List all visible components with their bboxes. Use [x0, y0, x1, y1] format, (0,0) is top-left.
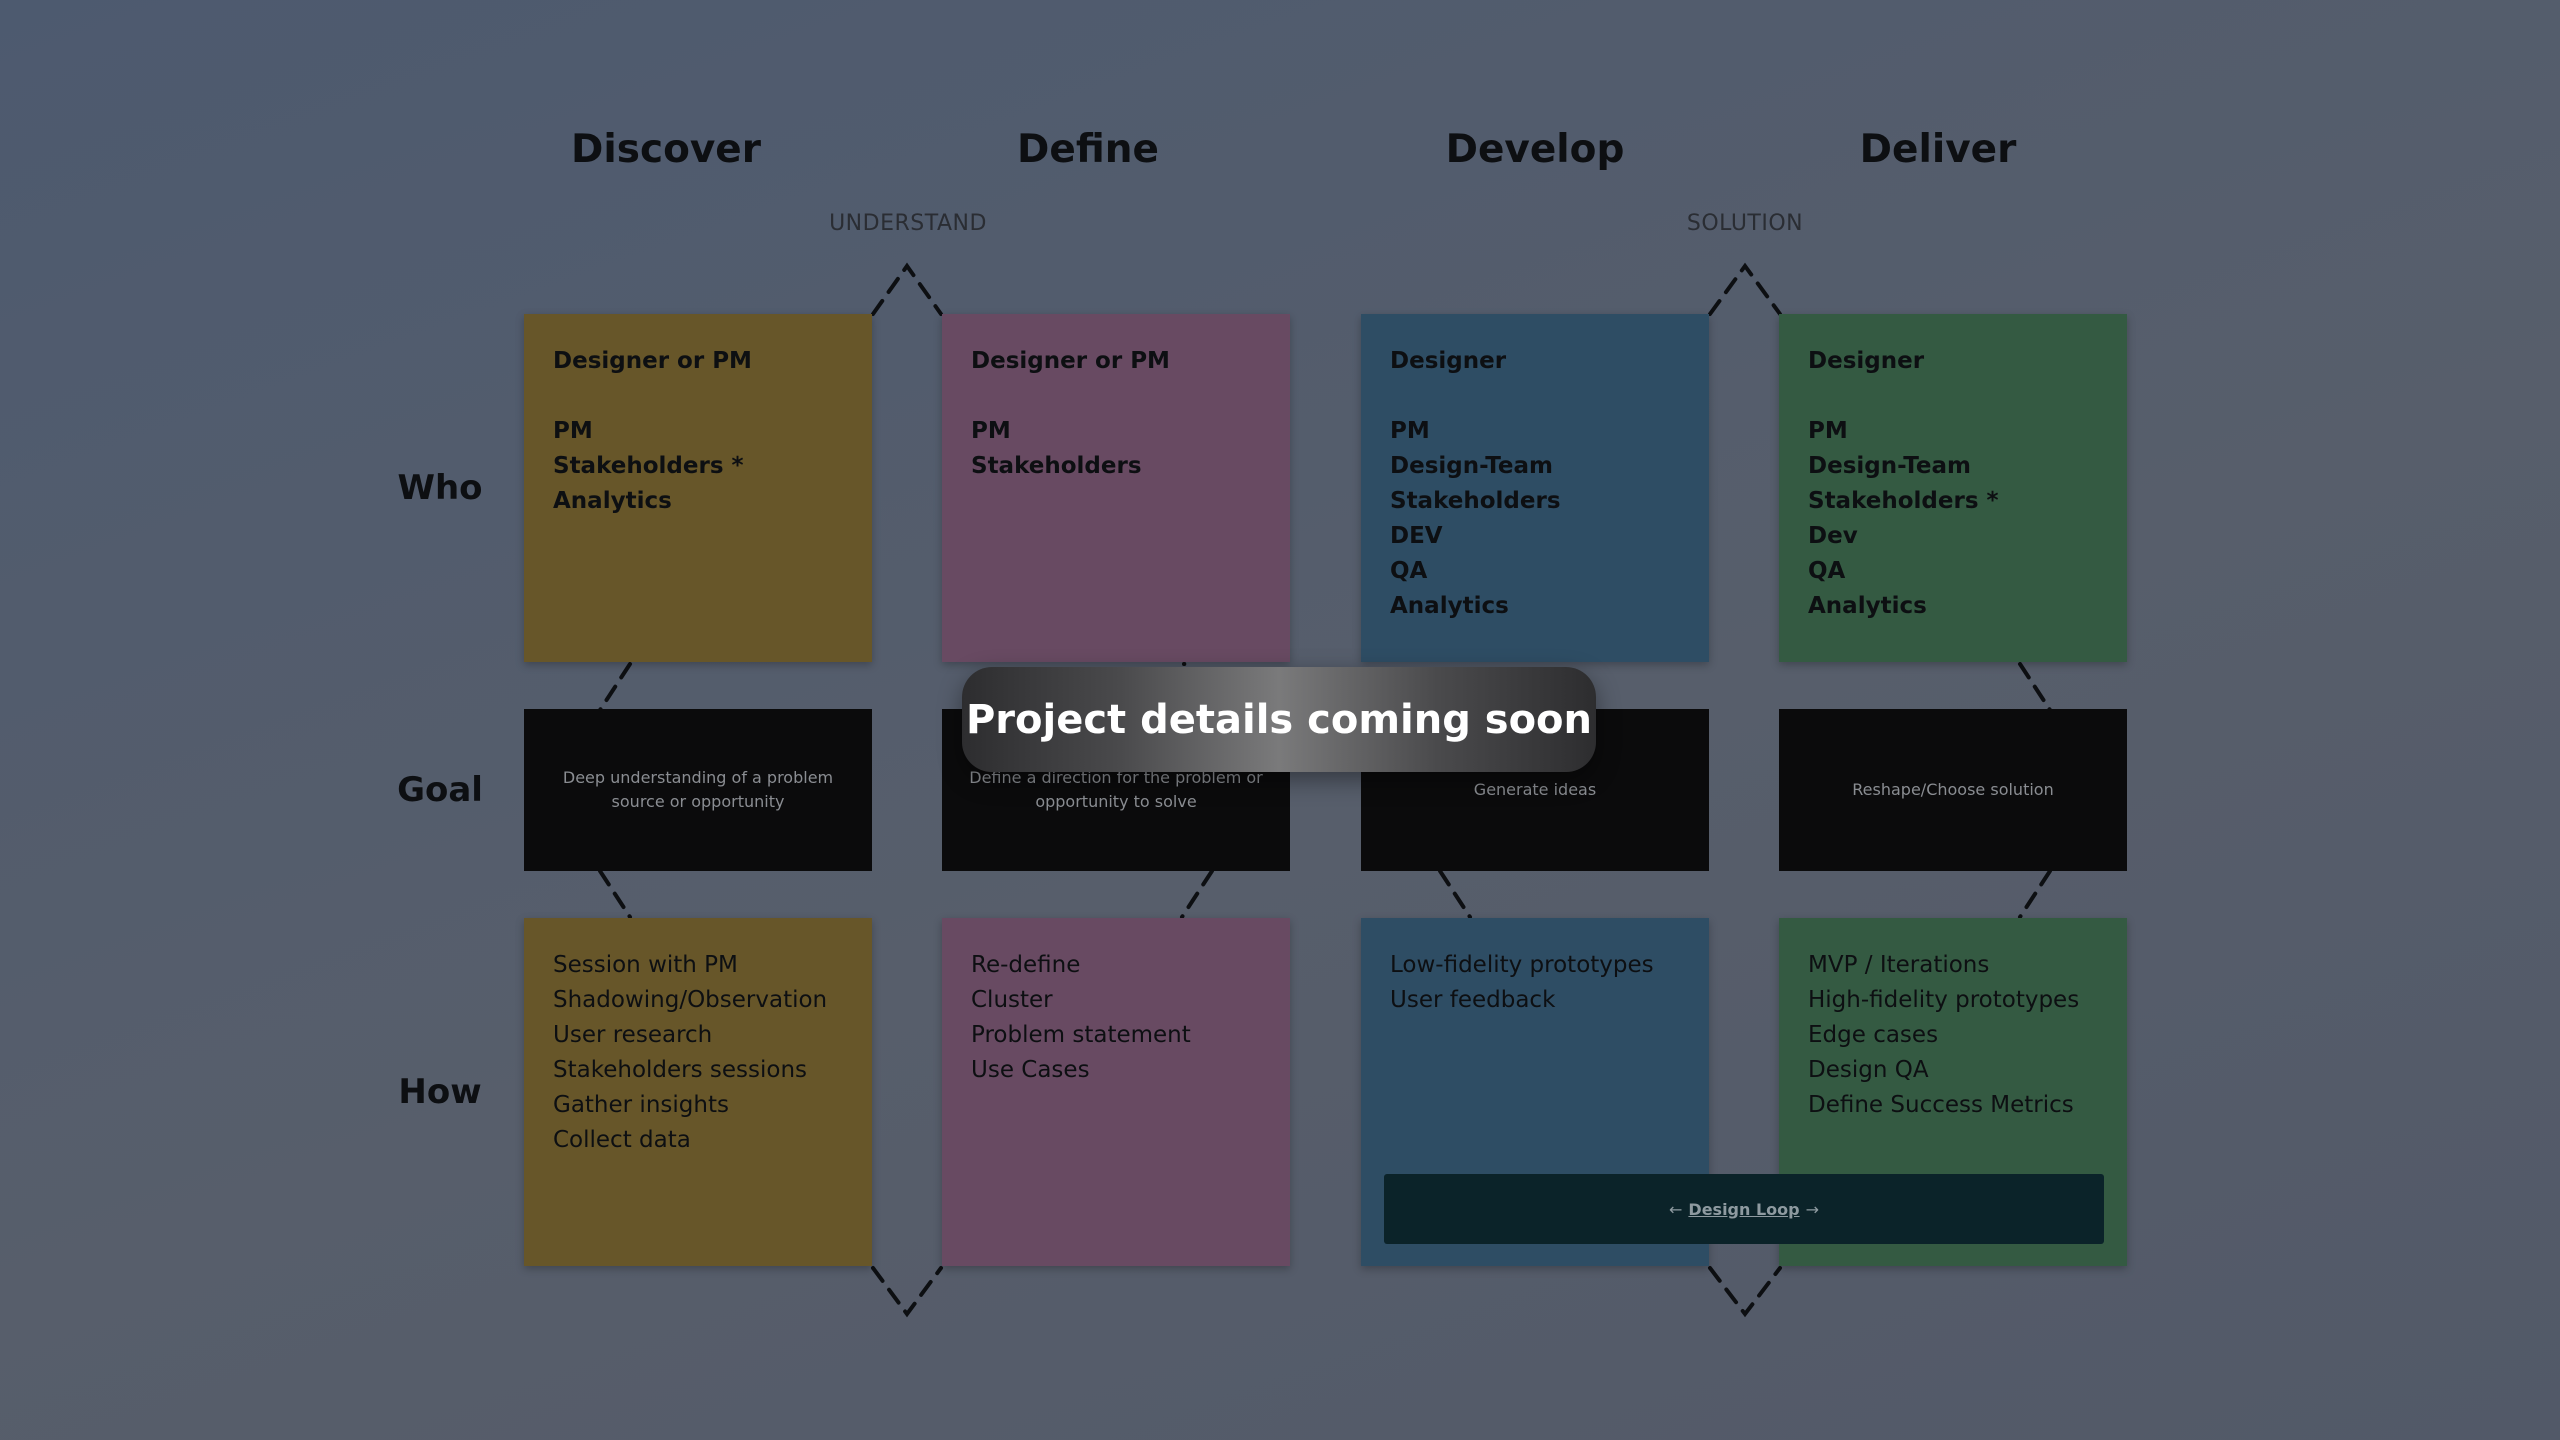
how-line: Re-define — [971, 952, 1081, 978]
how-line: User research — [553, 1022, 713, 1048]
how-line: Problem statement — [971, 1022, 1191, 1048]
who-line: DEV — [1390, 523, 1443, 549]
how-card-discover: Session with PM Shadowing/Observation Us… — [524, 918, 872, 1266]
who-line: Stakeholders * — [1808, 488, 1999, 514]
arrow-left-icon: ← — [1669, 1199, 1683, 1219]
phase-title-develop: Develop — [1445, 127, 1625, 172]
how-line: Edge cases — [1808, 1022, 1939, 1048]
who-card-develop: Designer PM Design-Team Stakeholders DEV… — [1361, 314, 1709, 662]
how-line: Stakeholders sessions — [553, 1057, 808, 1083]
who-line: Analytics — [1808, 593, 1927, 619]
goal-card-deliver: Reshape/Choose solution — [1779, 709, 2127, 871]
how-line: Design QA — [1808, 1057, 1929, 1083]
row-label-goal: Goal — [397, 770, 483, 810]
how-line: Shadowing/Observation — [553, 987, 828, 1013]
group-label-solution: SOLUTION — [1686, 211, 1804, 236]
who-lead: Designer or PM — [553, 348, 752, 374]
how-line: Gather insights — [553, 1092, 729, 1118]
who-lead: Designer or PM — [971, 348, 1170, 374]
who-line: Stakeholders — [971, 453, 1142, 479]
row-label-how: How — [398, 1072, 482, 1112]
how-line: Use Cases — [971, 1057, 1090, 1083]
who-line: Stakeholders * — [553, 453, 744, 479]
coming-soon-toast: Project details coming soon — [962, 667, 1596, 772]
how-line: Session with PM — [553, 952, 738, 978]
how-card-define: Re-define Cluster Problem statement Use … — [942, 918, 1290, 1266]
how-line: High-fidelity prototypes — [1808, 987, 2080, 1013]
who-line: Design-Team — [1390, 453, 1553, 479]
how-line: Define Success Metrics — [1808, 1092, 2074, 1118]
goal-card-discover: Deep understanding of a problem source o… — [524, 709, 872, 871]
how-line: Collect data — [553, 1127, 691, 1153]
group-label-understand: UNDERSTAND — [829, 211, 987, 236]
who-lead: Designer — [1390, 348, 1507, 374]
who-line: Analytics — [553, 488, 672, 514]
arrow-right-icon: → — [1805, 1199, 1819, 1219]
goal-text: Reshape/Choose solution — [1852, 780, 2054, 799]
who-line: PM — [1808, 418, 1848, 444]
phase-title-define: Define — [1017, 127, 1159, 172]
who-line: Analytics — [1390, 593, 1509, 619]
who-line: Stakeholders — [1390, 488, 1561, 514]
how-line: Cluster — [971, 987, 1053, 1013]
how-line: MVP / Iterations — [1808, 952, 1990, 978]
how-line: User feedback — [1390, 987, 1556, 1013]
who-line: PM — [1390, 418, 1430, 444]
who-line: QA — [1390, 558, 1428, 584]
toast-text: Project details coming soon — [965, 696, 1592, 743]
who-card-discover: Designer or PM PM Stakeholders * Analyti… — [524, 314, 872, 662]
design-loop-link[interactable]: Design Loop — [1688, 1199, 1800, 1219]
goal-text: Generate ideas — [1473, 780, 1597, 799]
who-line: QA — [1808, 558, 1846, 584]
who-line: PM — [553, 418, 593, 444]
goal-text: Deep understanding of a problem source o… — [562, 768, 834, 811]
phase-title-deliver: Deliver — [1859, 127, 2017, 172]
design-loop-bar: ← Design Loop → — [1384, 1174, 2104, 1244]
who-line: PM — [971, 418, 1011, 444]
how-line: Low-fidelity prototypes — [1390, 952, 1654, 978]
goal-text: Define a direction for the problem or op… — [969, 768, 1263, 811]
who-card-define: Designer or PM PM Stakeholders — [942, 314, 1290, 662]
who-card-deliver: Designer PM Design-Team Stakeholders * D… — [1779, 314, 2127, 662]
who-line: Design-Team — [1808, 453, 1971, 479]
who-lead: Designer — [1808, 348, 1925, 374]
row-label-who: Who — [397, 468, 483, 508]
phase-title-discover: Discover — [571, 127, 761, 172]
who-line: Dev — [1808, 523, 1858, 549]
